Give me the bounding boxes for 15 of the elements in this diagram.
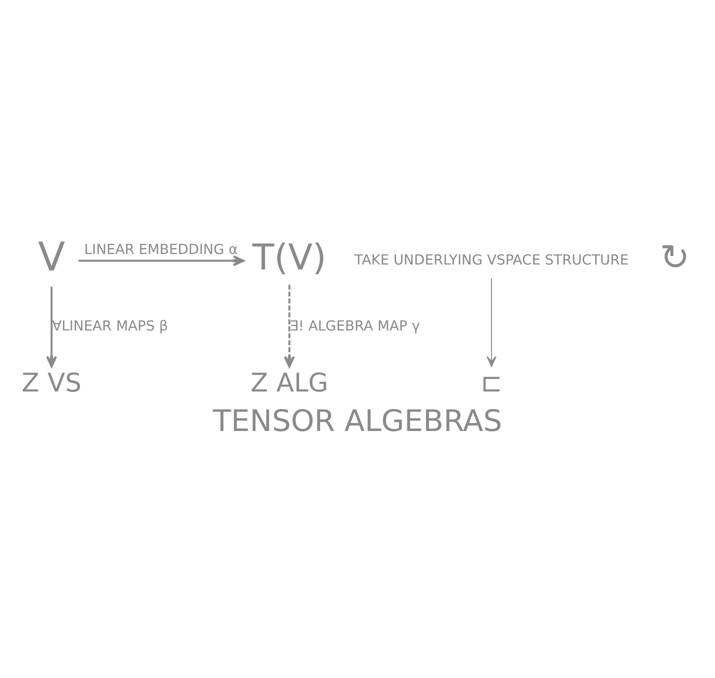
- node-text: Z VS: [22, 368, 82, 398]
- node-text: Z ALG: [250, 368, 328, 398]
- arrow: [78, 254, 245, 266]
- edge-label: LINEAR EMBEDDING α: [84, 241, 238, 258]
- caption: TENSOR ALGEBRAS: [212, 404, 502, 439]
- node-text: T(V): [252, 236, 326, 278]
- arrow: [486, 278, 496, 366]
- edge-label: ∀LINEAR MAPS β: [52, 318, 168, 334]
- node-text: ⊏: [480, 368, 502, 398]
- arrow: [46, 286, 58, 368]
- edge-label: ∃! ALGEBRA MAP γ: [290, 318, 420, 334]
- arrow: [284, 284, 295, 368]
- label: ↻: [660, 236, 690, 278]
- node-text: V: [38, 234, 66, 280]
- node-text: TAKE UNDERLYING VSPACE STRUCTURE: [354, 252, 629, 268]
